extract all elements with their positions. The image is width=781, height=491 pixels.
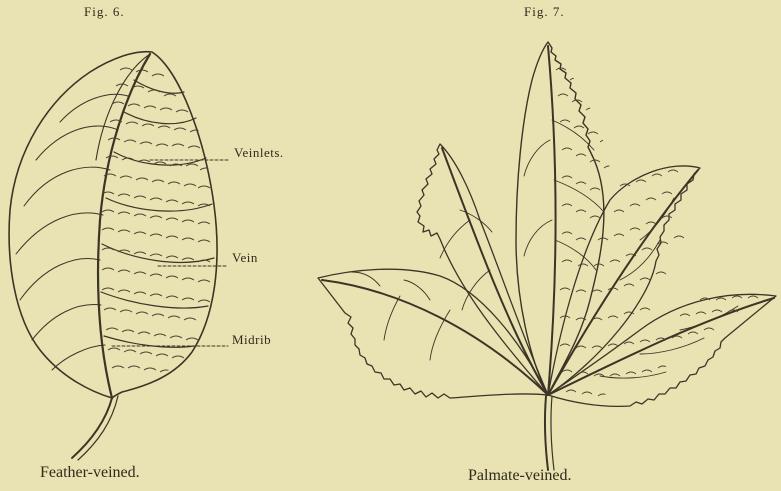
veinlet-shading (102, 68, 212, 372)
figure-6-caption: Feather-veined. (40, 464, 140, 482)
right-lower-lobe (548, 294, 776, 406)
palmate-veinlet-shading (556, 68, 758, 396)
right-upper-lobe (548, 166, 700, 395)
petiole (72, 398, 112, 458)
palmate-main-veins (322, 46, 774, 395)
label-midrib: Midrib (232, 332, 271, 348)
palmate-veined-leaf (318, 42, 776, 470)
figure-7-caption: Palmate-veined. (468, 467, 572, 485)
palmate-secondary-veins (352, 120, 738, 378)
feather-veined-leaf (9, 52, 228, 460)
palmate-petiole (545, 396, 548, 470)
label-veinlets: Veinlets. (234, 145, 284, 161)
lower-left-lobe (318, 269, 548, 398)
label-vein: Vein (232, 250, 258, 266)
